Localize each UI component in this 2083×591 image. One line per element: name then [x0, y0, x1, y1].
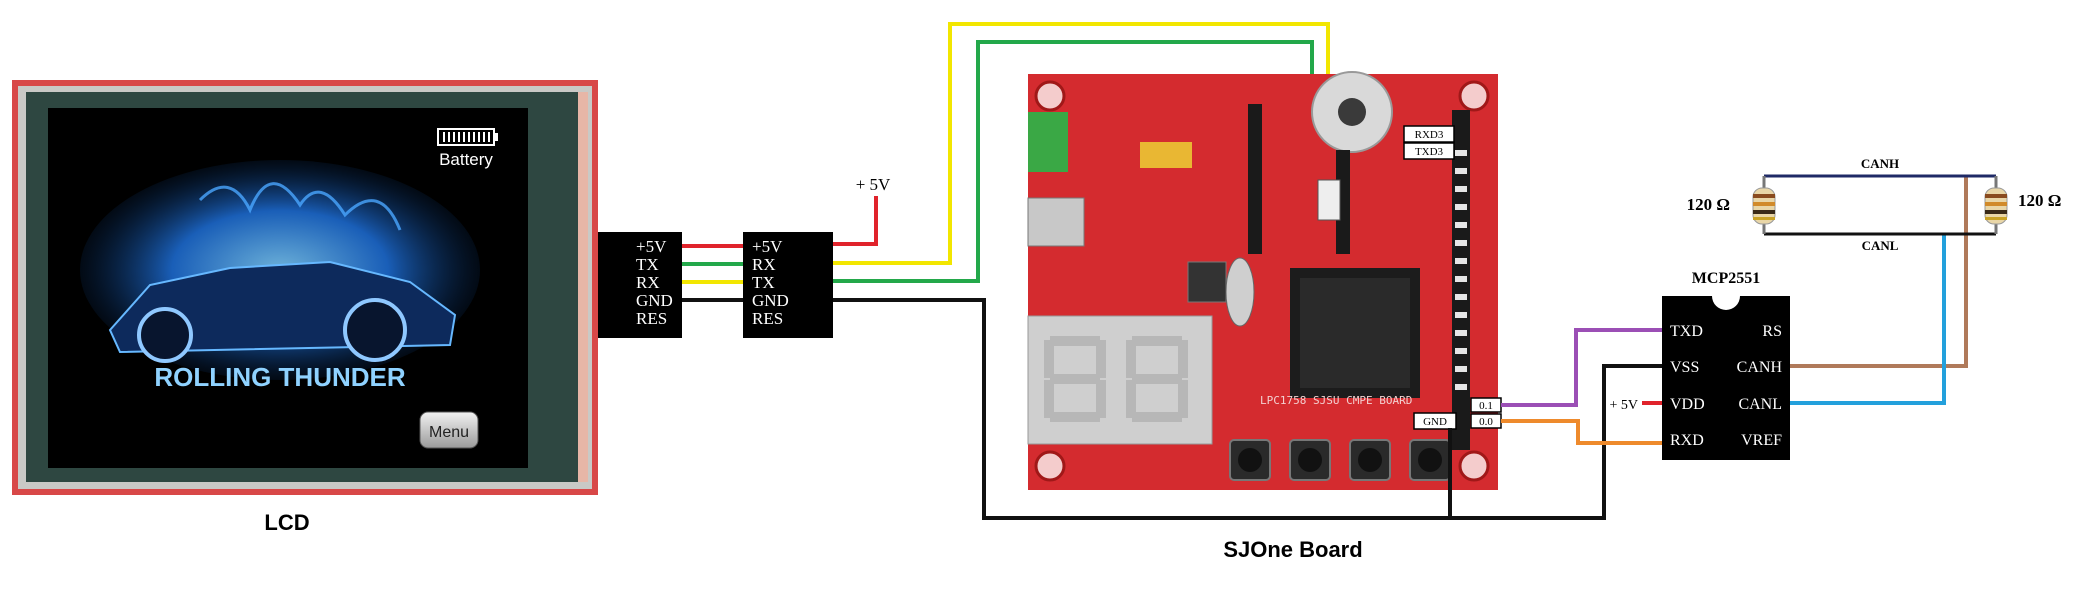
mcp-pin-canl: CANL: [1738, 396, 1782, 413]
crystal: [1225, 257, 1255, 327]
bus-canh-label: CANH: [1861, 156, 1899, 171]
connector-lcd-side: [598, 232, 682, 338]
wire-orange-rxd: [1501, 419, 1662, 445]
usb-connector: [1027, 197, 1085, 247]
wire-purple-txd: [1501, 328, 1662, 407]
connector-b-pin-5: RES: [752, 309, 783, 328]
connector-lcd-pins: +5V TX RX GND RES: [636, 237, 673, 328]
terminal-block: [1028, 112, 1068, 172]
menu-button: [419, 411, 479, 449]
tag-gnd-label: GND: [1423, 416, 1447, 428]
lcd-module: Battery ROLLING THUNDER Menu: [12, 80, 598, 495]
connector-b-pin-4: GND: [752, 291, 789, 310]
connector-a-pin-5: RES: [636, 309, 667, 328]
connector-b-pin-2: RX: [752, 255, 776, 274]
car-wheel-rear: [343, 298, 407, 362]
mcp-pin-vdd: VDD: [1670, 396, 1705, 413]
connector-a-pin-1: +5V: [636, 237, 667, 256]
lcd-label: LCD: [264, 510, 309, 535]
connector-a-pin-3: RX: [636, 273, 660, 292]
wire-gnd-main: [833, 298, 1662, 520]
connector-board-pins: +5V RX TX GND RES: [752, 237, 789, 328]
sjone-label: SJOne Board: [1223, 537, 1362, 562]
connector-b-pin-1: +5V: [752, 237, 783, 256]
vdd-5v-label: + 5V: [1609, 398, 1638, 413]
wire-5v-supply: [833, 196, 878, 246]
reset-button: [1187, 261, 1227, 303]
wire-canl: [1790, 234, 1946, 405]
resistor-left-label: 120 Ω: [1687, 195, 1730, 214]
tag-txd3-label: TXD3: [1415, 146, 1444, 158]
connector-a-pin-4: GND: [636, 291, 673, 310]
mcp-pin-rs: RS: [1762, 323, 1782, 340]
tag-gnd: [1413, 412, 1457, 430]
mcp-pin-vss: VSS: [1670, 359, 1699, 376]
tag-p00-label: 0.0: [1479, 416, 1493, 428]
mcp2551-label: MCP2551: [1692, 270, 1760, 287]
tag-rxd3-label: RXD3: [1415, 129, 1444, 141]
mcp-pin-vref: VREF: [1741, 432, 1782, 449]
resistor-left: [1752, 176, 1776, 234]
resistor-right: [1984, 176, 2008, 234]
connector-board-side: [743, 232, 833, 338]
mcp-pin-txd: TXD: [1670, 323, 1703, 340]
supply-5v-label: + 5V: [856, 175, 891, 194]
menu-button-label: Menu: [429, 424, 469, 441]
connector-b-pin-3: TX: [752, 273, 775, 292]
mcp2551-notch: [1712, 296, 1740, 310]
bus-canl-label: CANL: [1862, 238, 1899, 253]
screen-title: ROLLING THUNDER: [154, 362, 406, 392]
tag-p01-label: 0.1: [1479, 400, 1493, 412]
xbee-header-right: [1336, 150, 1350, 254]
mcp-pin-canh: CANH: [1737, 359, 1783, 376]
tag-txd3: [1403, 142, 1455, 160]
battery-label: Battery: [439, 150, 493, 169]
car-wheel-front: [137, 307, 193, 363]
mcp-pin-rxd: RXD: [1670, 432, 1704, 449]
resistor-right-label: 120 Ω: [2018, 191, 2061, 210]
wire-canh: [1790, 176, 1968, 368]
connector-a-pin-2: TX: [636, 255, 659, 274]
mcp2551-chip: [1662, 296, 1790, 460]
board-silkscreen: LPC1758 SJSU CMPE BOARD: [1260, 394, 1412, 407]
tag-rxd3: [1403, 125, 1455, 143]
xbee-header-left: [1248, 104, 1262, 254]
